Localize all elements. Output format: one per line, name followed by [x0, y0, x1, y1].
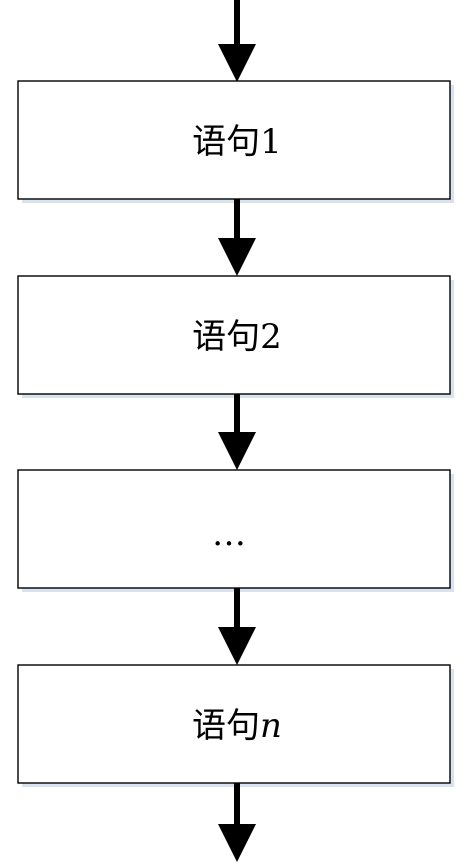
arrow-step-2-to-3 [218, 394, 256, 470]
svg-text:语句1: 语句1 [192, 122, 282, 162]
flow-step-ellipsis: … [17, 469, 454, 592]
arrow-step-3-to-n [218, 588, 256, 665]
exit-arrow [218, 783, 256, 862]
step-1-label: 语句 [192, 122, 260, 162]
svg-text:…: … [212, 514, 246, 554]
svg-text:语句2: 语句2 [192, 317, 282, 357]
flow-step-1: 语句1 [17, 80, 454, 203]
step-2-suffix: 2 [260, 317, 282, 357]
svg-text:语句n: 语句n [192, 706, 282, 746]
step-n-suffix: n [260, 706, 282, 746]
step-2-label: 语句 [192, 317, 260, 357]
step-n-label: 语句 [192, 706, 260, 746]
step-1-suffix: 1 [260, 122, 282, 162]
arrow-step-1-to-2 [218, 199, 256, 276]
ellipsis-label: … [212, 514, 246, 554]
flow-step-2: 语句2 [17, 275, 454, 398]
flow-step-n: 语句n [17, 664, 454, 787]
entry-arrow [218, 0, 256, 82]
